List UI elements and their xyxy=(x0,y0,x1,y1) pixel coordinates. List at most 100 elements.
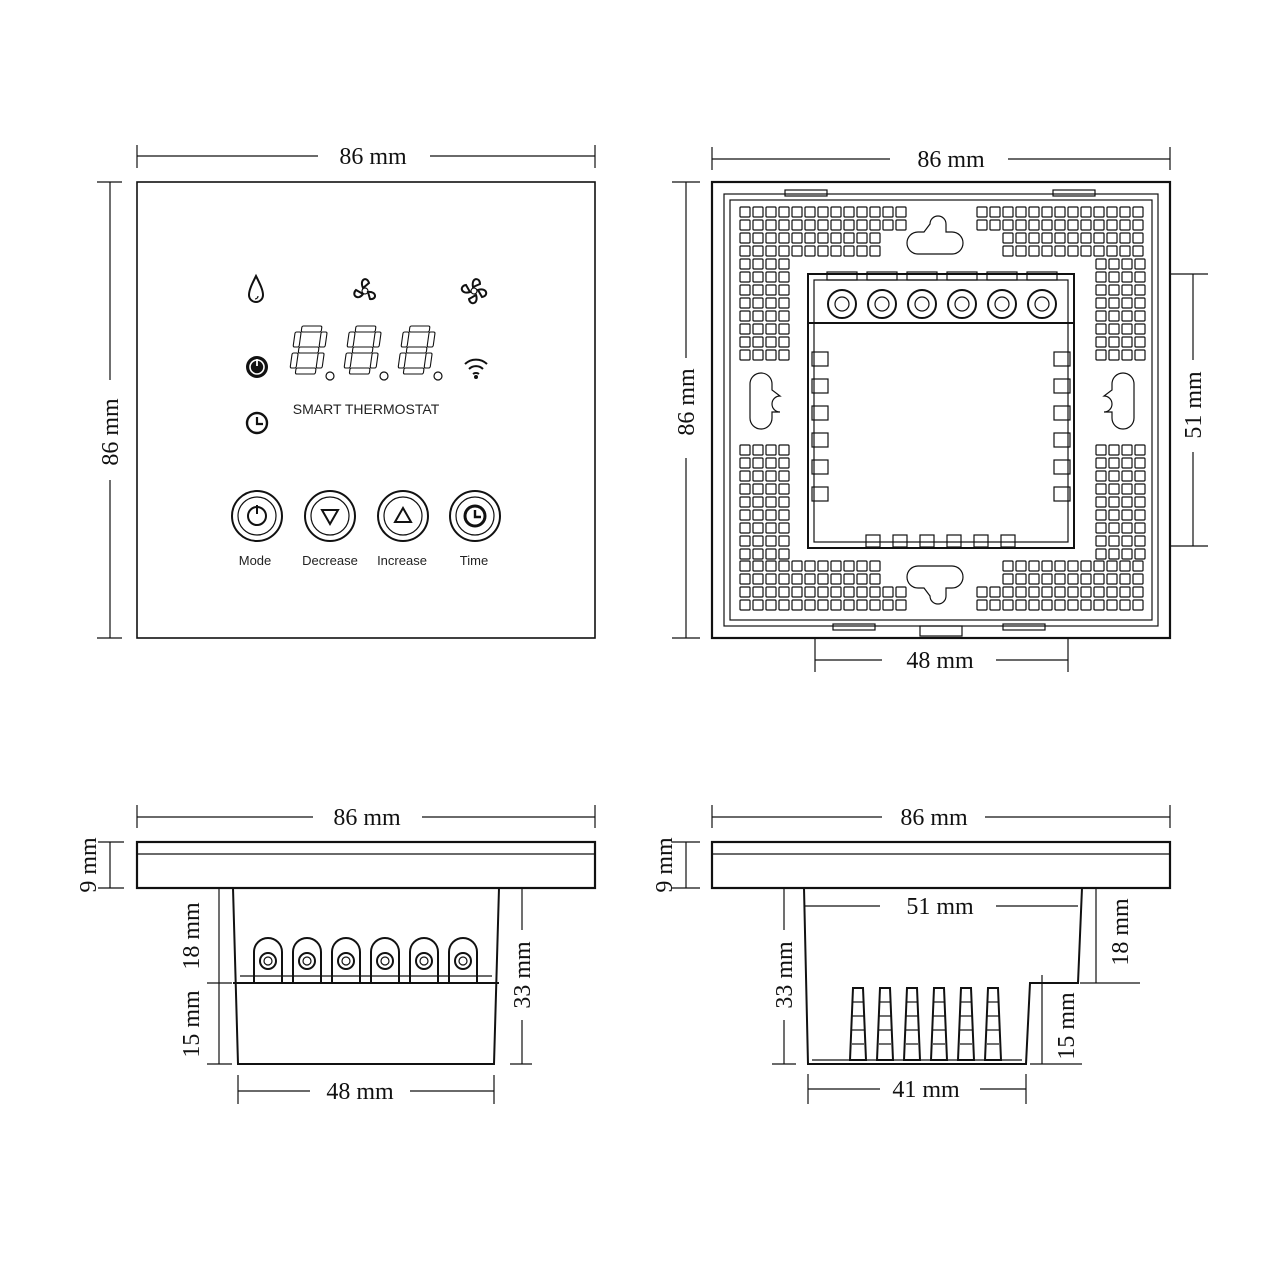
display-segment xyxy=(315,352,325,369)
vent-slot xyxy=(765,444,777,456)
back-height-label: 86 mm xyxy=(674,368,700,436)
vent-slot xyxy=(765,232,777,244)
vent-slot xyxy=(1041,206,1053,218)
vent-slot xyxy=(1134,310,1146,322)
vent-slot xyxy=(752,522,764,534)
vent-slot xyxy=(739,444,751,456)
vent-slot xyxy=(1080,586,1092,598)
clip-right xyxy=(1053,351,1071,367)
back-terminal-row xyxy=(826,271,1058,319)
vent-slot xyxy=(843,206,855,218)
vent-slot xyxy=(804,245,816,257)
side2-upper-label: 18 mm xyxy=(1108,898,1134,966)
side1-upper-label: 18 mm xyxy=(179,902,205,970)
side2-lower-dimension: 15 mm xyxy=(1030,975,1082,1065)
vent-slot xyxy=(1108,496,1120,508)
vent-slot xyxy=(843,586,855,598)
vent-slot xyxy=(1121,297,1133,309)
clip-bottom xyxy=(973,534,989,548)
terminal-screw-head xyxy=(834,296,850,312)
vent-slot xyxy=(739,560,751,572)
side1-plate-dimension: 9 mm xyxy=(76,837,124,893)
side2-base-label: 41 mm xyxy=(892,1077,960,1103)
vent-slot xyxy=(778,245,790,257)
vent-slot xyxy=(1134,470,1146,482)
vent-slot xyxy=(1067,232,1079,244)
vent-slot xyxy=(1054,599,1066,611)
mode-button[interactable] xyxy=(231,490,283,542)
side2-upper-dimension: 18 mm xyxy=(1080,880,1140,984)
back-outer-frame xyxy=(710,180,1172,640)
clip-right xyxy=(1053,486,1071,502)
vent-slot xyxy=(804,206,816,218)
vent-slot xyxy=(1028,219,1040,231)
vent-slot xyxy=(856,219,868,231)
vent-slot xyxy=(1095,535,1107,547)
vent-slot xyxy=(778,599,790,611)
vent-slot xyxy=(1132,232,1144,244)
vent-slot xyxy=(1002,586,1014,598)
vent-slot xyxy=(1041,599,1053,611)
vent-slot xyxy=(1041,573,1053,585)
water-drop-icon xyxy=(247,273,265,303)
side-view-profile: 86 mm 9 mm 51 mm 33 mm 18 mm xyxy=(652,805,1172,1104)
vent-slot xyxy=(1095,496,1107,508)
vent-slot xyxy=(1134,297,1146,309)
terminal-tab xyxy=(906,271,938,281)
side2-plate-dimension: 9 mm xyxy=(652,837,700,893)
triangle-up-icon xyxy=(393,505,413,523)
vent-slot xyxy=(1134,509,1146,521)
vent-slot xyxy=(1041,586,1053,598)
vent-slot xyxy=(1067,573,1079,585)
display-segment xyxy=(423,352,433,369)
vent-slot xyxy=(1134,548,1146,560)
vent-slot xyxy=(830,219,842,231)
vent-slot xyxy=(1054,586,1066,598)
vent-slot xyxy=(804,219,816,231)
vent-slot xyxy=(1108,535,1120,547)
vent-slot xyxy=(739,245,751,257)
vent-slot xyxy=(752,349,764,361)
vent-slot xyxy=(1041,219,1053,231)
vent-slot xyxy=(752,470,764,482)
vent-slot xyxy=(1002,245,1014,257)
vent-slot xyxy=(752,457,764,469)
vent-slot xyxy=(1080,573,1092,585)
side-terminal xyxy=(331,937,361,984)
side2-total-dimension: 33 mm xyxy=(772,887,798,1065)
clip-left xyxy=(811,405,829,421)
vent-slot xyxy=(1015,245,1027,257)
side2-total-label: 33 mm xyxy=(772,941,798,1009)
side2-plate-label: 9 mm xyxy=(652,837,678,893)
vent-slot xyxy=(1121,548,1133,560)
vent-slot xyxy=(791,219,803,231)
vent-slot xyxy=(856,560,868,572)
vent-slot xyxy=(752,206,764,218)
display-segment xyxy=(343,352,353,369)
terminal-screw xyxy=(947,289,977,319)
vent-slot xyxy=(830,599,842,611)
side-terminal-screw-head xyxy=(263,956,273,966)
vent-slot xyxy=(830,206,842,218)
side-terminal-screw xyxy=(259,952,277,970)
vent-slot xyxy=(843,560,855,572)
vent-slot xyxy=(1106,206,1118,218)
front-view: 86 mm 86 mm xyxy=(97,144,596,639)
vent-slot xyxy=(830,573,842,585)
vent-slot xyxy=(843,573,855,585)
time-button[interactable] xyxy=(449,490,501,542)
decrease-button[interactable] xyxy=(304,490,356,542)
increase-button[interactable] xyxy=(377,490,429,542)
vent-slot xyxy=(1121,522,1133,534)
vent-slot xyxy=(765,548,777,560)
clip-bottom xyxy=(892,534,908,548)
back-view: 86 mm 86 mm 51 mm 48 mm xyxy=(672,147,1208,674)
vent-slot xyxy=(1080,245,1092,257)
side-terminal xyxy=(409,937,439,984)
vent-slot xyxy=(752,297,764,309)
vent-slot xyxy=(1121,509,1133,521)
vent-slot xyxy=(778,470,790,482)
vent-slot xyxy=(778,349,790,361)
vent-slot xyxy=(739,310,751,322)
